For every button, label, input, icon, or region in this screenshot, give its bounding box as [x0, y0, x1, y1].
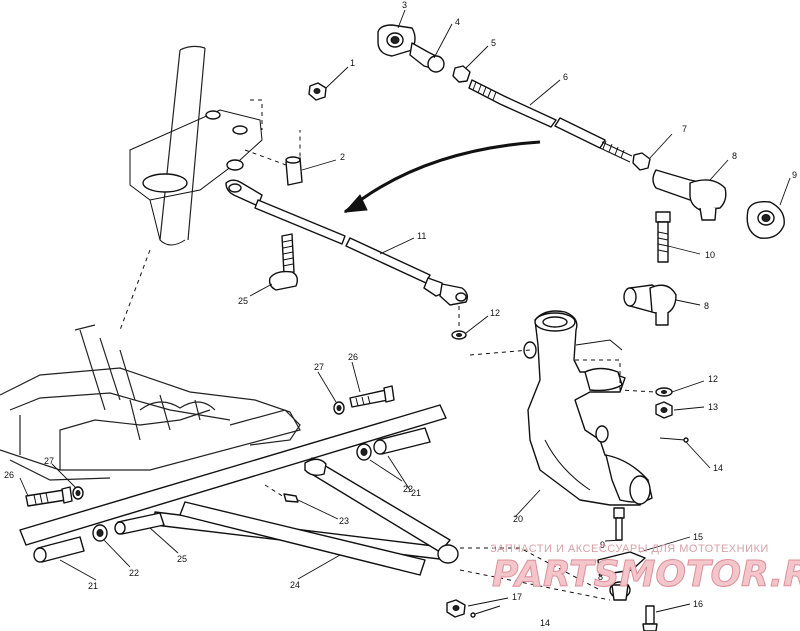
- bolt-26-right: [349, 385, 395, 408]
- watermark-logo: PARTSMOTOR.RU: [492, 554, 800, 595]
- callout-9-ball: 9: [600, 540, 605, 550]
- callout-11: 11: [417, 231, 426, 241]
- callout-23: 23: [339, 516, 349, 526]
- bushing-21-left: [33, 536, 85, 563]
- washer-12-upper: [451, 306, 467, 340]
- steering-knuckle-20: [523, 310, 653, 506]
- tie-rod-end-8: [652, 169, 727, 221]
- callout-25-upper: 25: [238, 296, 248, 306]
- callout-15: 15: [693, 532, 703, 542]
- bushing-9: [746, 200, 785, 239]
- cotter-pin-14-right: [659, 437, 689, 443]
- callout-8: 8: [732, 151, 737, 161]
- bolt-10: [655, 211, 671, 263]
- callout-8-lower: 8: [704, 301, 709, 311]
- callout-21-left: 21: [88, 581, 98, 591]
- callout-27-left: 27: [44, 456, 54, 466]
- watermark: ЗАПЧАСТИ И АКСЕССУАРЫ ДЛЯ МОТОТЕХНИКИ PA…: [490, 543, 800, 596]
- a-arm-24: [19, 404, 459, 576]
- bolt-26-left: [25, 486, 73, 507]
- callout-13: 13: [708, 402, 718, 412]
- cotter-pin-14-lower: [470, 605, 501, 618]
- callout-12-right: 12: [708, 374, 718, 384]
- washer-12-right: [655, 387, 673, 397]
- callout-4: 4: [455, 17, 460, 27]
- callout-2: 2: [340, 152, 345, 162]
- nut-17: [446, 599, 466, 618]
- callout-21-right: 21: [411, 488, 421, 498]
- spacer-2: [285, 156, 303, 186]
- bolt-25-upper: [268, 233, 299, 291]
- leader-lines: [19, 9, 791, 613]
- bolt-15: [613, 507, 625, 541]
- nut-1: [308, 82, 327, 101]
- callout-14-lower: 14: [540, 618, 550, 628]
- leader-dash-center: [469, 349, 531, 356]
- callout-10: 10: [705, 250, 715, 260]
- bolt-16: [642, 605, 658, 631]
- bushing-22-right: [356, 443, 372, 461]
- washer-27-left: [72, 486, 84, 500]
- chassis-frame: [0, 324, 301, 481]
- threaded-rod-6: [468, 79, 633, 163]
- nut-7: [632, 152, 651, 171]
- callout-24: 24: [290, 580, 300, 590]
- nut-5: [452, 65, 471, 83]
- callout-27-right: 27: [314, 362, 324, 372]
- callout-17: 17: [512, 592, 522, 602]
- grease-fitting-23: [264, 484, 299, 503]
- callout-3: 3: [402, 0, 407, 10]
- callout-5: 5: [491, 38, 496, 48]
- callout-22-right: 22: [403, 484, 413, 494]
- tie-rod-11: [225, 179, 469, 306]
- callout-labels: 1 2 3 4 5 6 7 8 9 10 8 11 12 12 13 14 15…: [4, 0, 797, 628]
- callout-7: 7: [682, 124, 687, 134]
- bushing-21-right: [373, 427, 431, 455]
- castle-nut-13: [655, 401, 673, 419]
- watermark-caption: ЗАПЧАСТИ И АКСЕССУАРЫ ДЛЯ МОТОТЕХНИКИ: [490, 543, 769, 555]
- jam-nut-4: [409, 42, 445, 73]
- direction-arrow: [343, 140, 541, 214]
- callout-26-left: 26: [4, 470, 14, 480]
- callout-8-ball: 8: [598, 572, 603, 582]
- bushing-22-left: [92, 524, 108, 542]
- bushing-25-left: [114, 512, 165, 535]
- callout-1: 1: [350, 58, 355, 68]
- washer-27-right: [333, 401, 345, 415]
- callout-12-upper: 12: [490, 308, 500, 318]
- callout-25-lower: 25: [177, 554, 187, 564]
- callout-22-left: 22: [129, 568, 139, 578]
- callout-20: 20: [513, 514, 523, 524]
- callout-26-right: 26: [348, 352, 358, 362]
- callout-16: 16: [693, 599, 703, 609]
- tie-rod-end-lower-8: [623, 284, 677, 326]
- tie-rod-end-3: [377, 24, 416, 57]
- leader-dash-lower: [459, 547, 611, 601]
- callout-9: 9: [792, 170, 797, 180]
- leader-dash-right: [575, 359, 656, 393]
- callout-6: 6: [563, 72, 568, 82]
- ball-joint-plate: [597, 551, 646, 601]
- callout-14-right: 14: [713, 463, 723, 473]
